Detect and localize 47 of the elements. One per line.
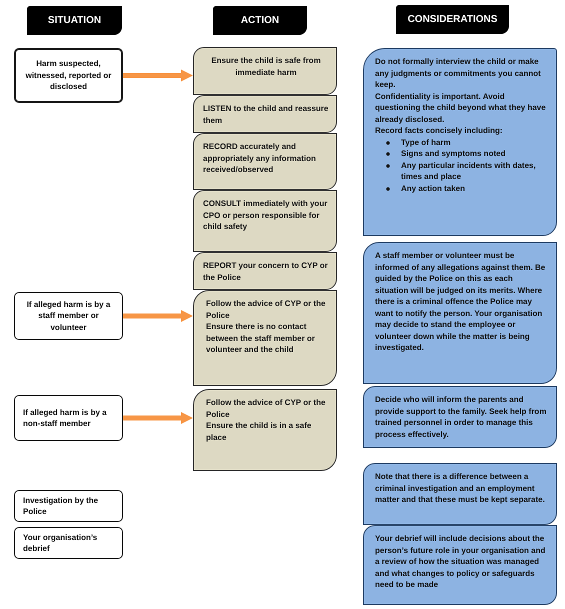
consideration-card — [363, 48, 557, 236]
consideration-text: Do not formally interview the child or make any judgments or commitments you cannot keep. — [375, 56, 542, 90]
action-text: REPORT your concern to CYP or the Police — [203, 260, 329, 283]
action-text: Ensure the child is safe from immediate harm — [210, 55, 322, 78]
situation-card — [14, 48, 123, 103]
situation-card — [14, 292, 123, 340]
consideration-text: Note that there is a difference between a criminal investigation and an employment matter and that these must be kept separate. — [375, 471, 546, 506]
arrow — [123, 310, 193, 322]
consideration-card — [363, 242, 557, 384]
consideration-card — [363, 386, 557, 448]
situation-text: Your organisation’s debrief — [23, 532, 98, 554]
situation-text: If alleged harm is by a staff member or volunteer — [26, 298, 112, 334]
header-tab — [213, 6, 307, 35]
situation-text: Harm suspected, witnessed, reported or disclosed — [24, 58, 112, 93]
header-label: CONSIDERATIONS — [406, 12, 498, 26]
situation-card — [14, 395, 123, 441]
consideration-text: Confidentiality is important. Avoid questioning the child beyond what they have already disclosed. — [375, 90, 547, 125]
action-card — [193, 252, 337, 290]
action-card — [193, 389, 337, 471]
action-card — [193, 290, 337, 386]
action-card — [193, 95, 337, 133]
arrow — [123, 412, 193, 424]
header-tab — [27, 6, 122, 35]
header-label: SITUATION — [46, 14, 102, 28]
consideration-card — [363, 525, 557, 605]
header-label: ACTION — [240, 14, 280, 28]
consideration-text: Record facts concisely including: — [375, 125, 504, 136]
action-text: Follow the advice of CYP or the Police — [206, 397, 326, 420]
situation-card — [14, 490, 123, 522]
consideration-text: A staff member or volunteer must be informed of any allegations against them. Be guided by the Police on this as each situation will be judged on its merits. Where there is a criminal offence the Police may want to notify the person. Your organisation may decide to stand the employee or volunteer down while the matter is being investigated. — [375, 250, 546, 354]
action-card — [193, 190, 337, 252]
situation-text: If alleged harm is by a non-staff member — [23, 406, 108, 430]
consideration-text: Decide who will inform the parents and provide support to the family. Seek help from trained personnel in order to manage this process effectively. — [375, 394, 548, 440]
action-text: LISTEN to the child and reassure them — [203, 103, 329, 126]
action-card — [193, 133, 337, 190]
action-text: RECORD accurately and appropriately any information received/observed — [203, 141, 317, 176]
situation-card — [14, 527, 123, 559]
situation-text: Investigation by the Police — [23, 494, 100, 518]
action-text: Ensure there is no contact between the staff member or volunteer and the child — [206, 321, 316, 356]
header-tab — [396, 5, 509, 34]
arrow — [123, 70, 193, 82]
action-text: CONSULT immediately with your CPO or person responsible for child safety — [203, 198, 328, 232]
action-text: Follow the advice of CYP or the Police — [206, 298, 326, 321]
consideration-card — [363, 463, 557, 525]
action-text: Ensure the child is in a safe place — [206, 420, 312, 443]
action-card — [193, 47, 337, 95]
consideration-text: Your debrief will include decisions about the person’s future role in your organisation and a review of how the situation was managed and what changes to policy or safeguards need to be made — [375, 533, 546, 590]
